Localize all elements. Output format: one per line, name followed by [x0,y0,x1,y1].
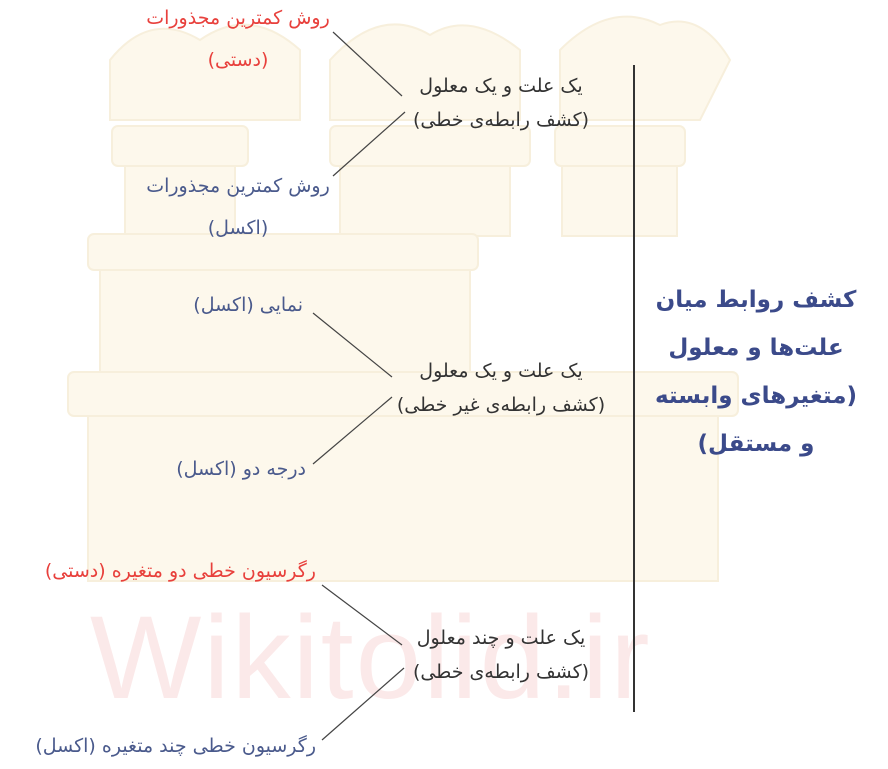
method-line: نمایی (اکسل) [193,294,303,316]
branch-subtitle: (کشف رابطه‌ی غیر خطی) [396,394,606,416]
method-node: روش کمترین مجذورات (دستی) [138,5,338,73]
connector-line [321,584,403,646]
branch-title: یک علت و چند معلول [416,627,586,649]
branch-node: یک علت و یک معلول (کشف رابطه‌ی غیر خطی) [376,358,626,418]
branch-subtitle: (کشف رابطه‌ی خطی) [412,661,590,683]
root-line: و مستقل) [697,431,815,457]
method-line: رگرسیون خطی چند متغیره (اکسل) [35,735,316,757]
watermark: Wikitolid.ir [90,592,652,724]
connector-line [312,312,393,378]
connector-line [332,31,403,97]
method-line: (اکسل) [207,217,269,239]
branch-subtitle: (کشف رابطه‌ی خطی) [412,109,590,131]
branch-node: یک علت و چند معلول (کشف رابطه‌ی خطی) [396,625,606,685]
connector-line [312,396,393,465]
branch-title: یک علت و یک معلول [419,75,583,97]
connector-line [321,667,405,741]
root-line: کشف روابط میان [655,287,857,313]
method-node: درجه دو (اکسل) [176,456,306,482]
branch-node: یک علت و یک معلول (کشف رابطه‌ی خطی) [386,73,616,133]
method-line: روش کمترین مجذورات [146,7,330,29]
root-node: کشف روابط میان علت‌ها و معلول (متغیرهای … [636,276,876,468]
method-line: روش کمترین مجذورات [146,175,330,197]
root-line: (متغیرهای وابسته [654,383,858,409]
method-node: رگرسیون خطی دو متغیره (دستی) [45,558,316,584]
method-node: نمایی (اکسل) [193,292,303,318]
method-node: روش کمترین مجذورات (اکسل) [138,173,338,241]
connector-line [332,111,406,177]
method-node: رگرسیون خطی چند متغیره (اکسل) [35,733,316,759]
branch-title: یک علت و یک معلول [419,360,583,382]
root-line: علت‌ها و معلول [668,335,844,361]
method-line: رگرسیون خطی دو متغیره (دستی) [44,560,316,582]
method-line: (دستی) [207,49,269,71]
method-line: درجه دو (اکسل) [176,458,306,480]
